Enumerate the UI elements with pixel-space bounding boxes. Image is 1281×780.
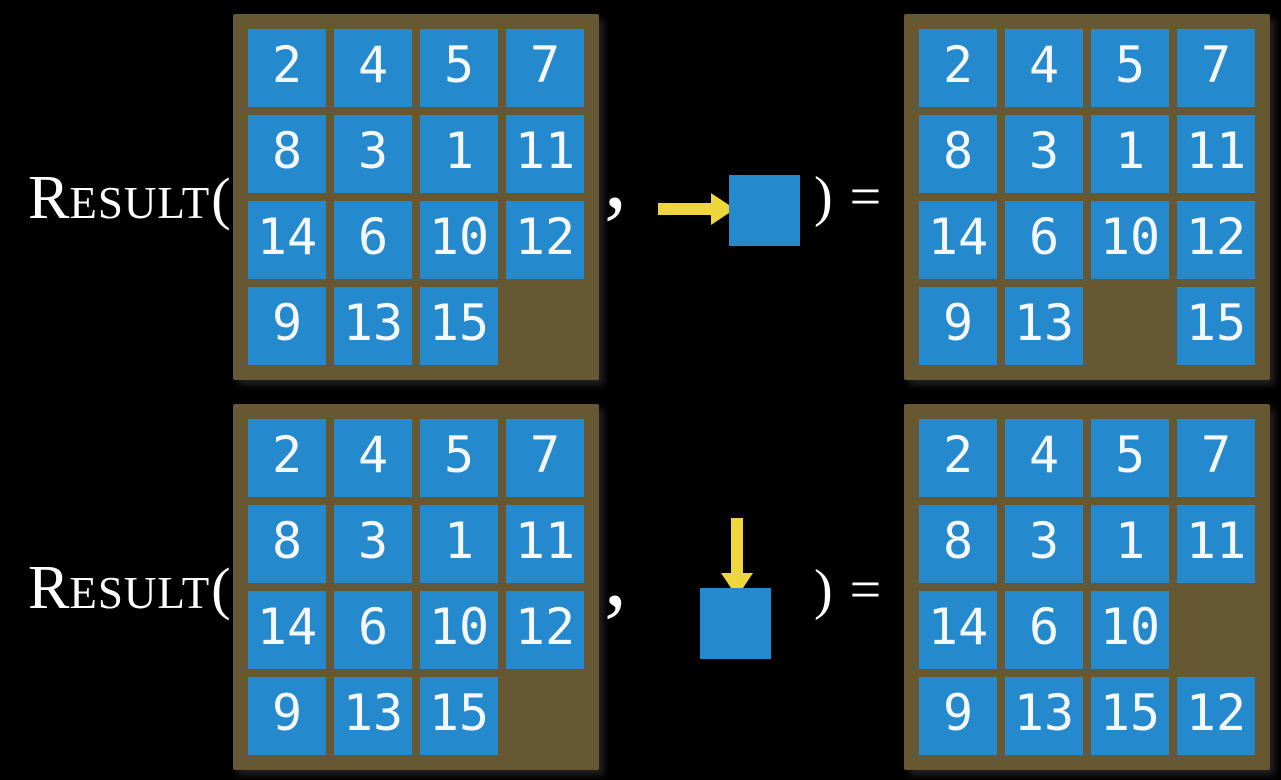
- label-smallcaps: ESULT: [69, 178, 211, 228]
- tile-13: 13: [334, 677, 412, 755]
- tile-1: 1: [1091, 115, 1169, 193]
- tile-14: 14: [919, 591, 997, 669]
- tile-12: 12: [1177, 201, 1255, 279]
- tile-8: 8: [248, 505, 326, 583]
- tile-13: 13: [1005, 287, 1083, 365]
- tile-1: 1: [420, 505, 498, 583]
- tile-12: 12: [1177, 677, 1255, 755]
- tile-8: 8: [919, 505, 997, 583]
- label-capital: R: [28, 164, 70, 232]
- tile-5: 5: [420, 29, 498, 107]
- tile-6: 6: [334, 591, 412, 669]
- tile-4: 4: [1005, 419, 1083, 497]
- tile-6: 6: [334, 201, 412, 279]
- comma-separator: ,: [604, 125, 627, 227]
- tile-15: 15: [420, 677, 498, 755]
- tile-5: 5: [420, 419, 498, 497]
- tile-10: 10: [420, 591, 498, 669]
- tile-11: 11: [506, 115, 584, 193]
- equals-sign: =: [849, 559, 882, 621]
- comma-separator: ,: [604, 523, 627, 625]
- blank-tile-square: [700, 588, 771, 659]
- open-paren: (: [211, 556, 231, 621]
- equals-sign: =: [849, 166, 882, 228]
- label-smallcaps: ESULT: [69, 568, 211, 618]
- open-paren: (: [211, 166, 231, 231]
- tile-4: 4: [334, 419, 412, 497]
- tile-14: 14: [248, 591, 326, 669]
- tile-10: 10: [420, 201, 498, 279]
- close-paren-equals: )=: [814, 169, 881, 225]
- blank-space: [506, 287, 584, 365]
- blank-space: [506, 677, 584, 755]
- tile-12: 12: [506, 591, 584, 669]
- tile-11: 11: [506, 505, 584, 583]
- close-paren: ): [814, 166, 833, 228]
- tile-14: 14: [248, 201, 326, 279]
- tile-1: 1: [420, 115, 498, 193]
- tile-3: 3: [334, 505, 412, 583]
- tile-7: 7: [506, 419, 584, 497]
- tile-14: 14: [919, 201, 997, 279]
- tile-15: 15: [420, 287, 498, 365]
- tile-8: 8: [248, 115, 326, 193]
- tile-10: 10: [1091, 201, 1169, 279]
- label-capital: R: [28, 554, 70, 622]
- arrow-down-icon: [720, 518, 754, 598]
- tile-3: 3: [1005, 115, 1083, 193]
- blank-space: [1177, 591, 1255, 669]
- tile-7: 7: [506, 29, 584, 107]
- blank-tile-square: [729, 175, 800, 246]
- tile-5: 5: [1091, 29, 1169, 107]
- tile-15: 15: [1091, 677, 1169, 755]
- tile-3: 3: [1005, 505, 1083, 583]
- tile-2: 2: [919, 419, 997, 497]
- tile-9: 9: [919, 287, 997, 365]
- blank-space: [1091, 287, 1169, 365]
- tile-6: 6: [1005, 591, 1083, 669]
- tile-10: 10: [1091, 591, 1169, 669]
- tile-7: 7: [1177, 419, 1255, 497]
- close-paren-equals: )=: [814, 562, 881, 618]
- close-paren: ): [814, 559, 833, 621]
- tile-13: 13: [334, 287, 412, 365]
- tile-9: 9: [248, 677, 326, 755]
- tile-13: 13: [1005, 677, 1083, 755]
- tile-4: 4: [1005, 29, 1083, 107]
- tile-6: 6: [1005, 201, 1083, 279]
- tile-15: 15: [1177, 287, 1255, 365]
- tile-11: 11: [1177, 505, 1255, 583]
- tile-8: 8: [919, 115, 997, 193]
- tile-9: 9: [248, 287, 326, 365]
- tile-1: 1: [1091, 505, 1169, 583]
- tile-4: 4: [334, 29, 412, 107]
- tile-2: 2: [248, 29, 326, 107]
- tile-7: 7: [1177, 29, 1255, 107]
- tile-3: 3: [334, 115, 412, 193]
- arrow-right-icon: [658, 192, 736, 226]
- tile-5: 5: [1091, 419, 1169, 497]
- tile-2: 2: [919, 29, 997, 107]
- tile-9: 9: [919, 677, 997, 755]
- tile-12: 12: [506, 201, 584, 279]
- tile-2: 2: [248, 419, 326, 497]
- tile-11: 11: [1177, 115, 1255, 193]
